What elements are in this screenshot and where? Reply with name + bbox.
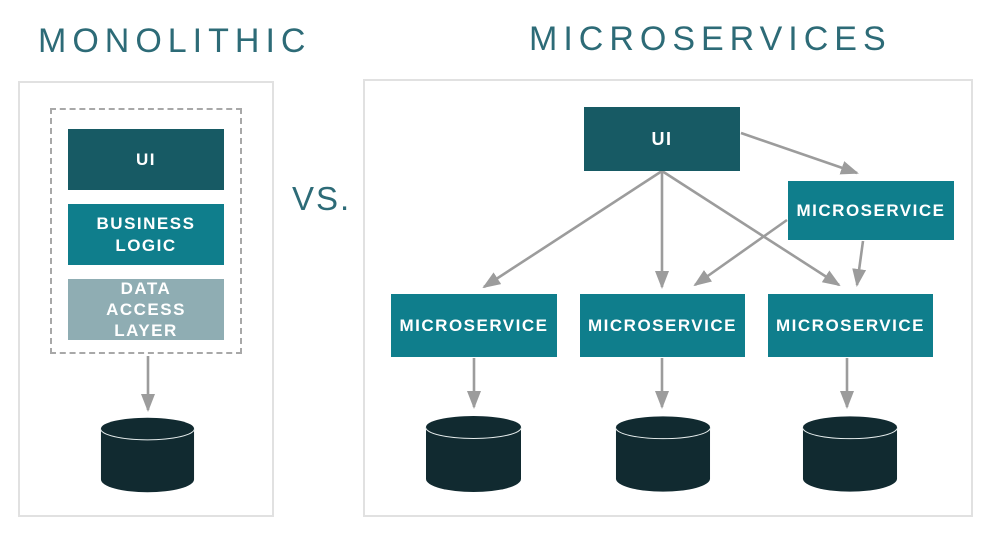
microservices-panel: UI MICROSERVICE MICROSERVICE MICROSERVIC… xyxy=(363,79,973,517)
monolith-boundary: UI BUSINESS LOGIC DATA ACCESS LAYER xyxy=(50,108,242,354)
monolith-data-access-layer: DATA ACCESS LAYER xyxy=(68,279,224,340)
monolith-business-logic-layer: BUSINESS LOGIC xyxy=(68,204,224,265)
microservice-node-3: MICROSERVICE xyxy=(768,294,933,357)
versus-label: VS. xyxy=(292,180,352,217)
monolithic-panel: UI BUSINESS LOGIC DATA ACCESS LAYER xyxy=(18,81,274,517)
microservice-database-icon-3 xyxy=(801,415,899,494)
arrow-ui-to-microservice-1-icon xyxy=(482,169,663,289)
arrow-ui-to-gateway-icon xyxy=(740,131,859,175)
microservice-database-icon-1 xyxy=(424,415,523,494)
gateway-microservice-node: MICROSERVICE xyxy=(788,181,954,240)
monolith-ui-layer: UI xyxy=(68,129,224,190)
arrow-gateway-to-microservice-2-icon xyxy=(693,218,788,287)
microservices-ui-node: UI xyxy=(584,107,740,171)
arrow-gateway-to-microservice-3-icon xyxy=(852,240,867,287)
microservices-title: MICROSERVICES xyxy=(529,20,892,58)
microservice-database-icon-2 xyxy=(614,415,712,494)
monolithic-title: MONOLITHIC xyxy=(38,22,312,60)
microservice-node-2: MICROSERVICE xyxy=(580,294,745,357)
microservice-node-1: MICROSERVICE xyxy=(391,294,557,357)
monolith-database-icon xyxy=(99,416,196,495)
